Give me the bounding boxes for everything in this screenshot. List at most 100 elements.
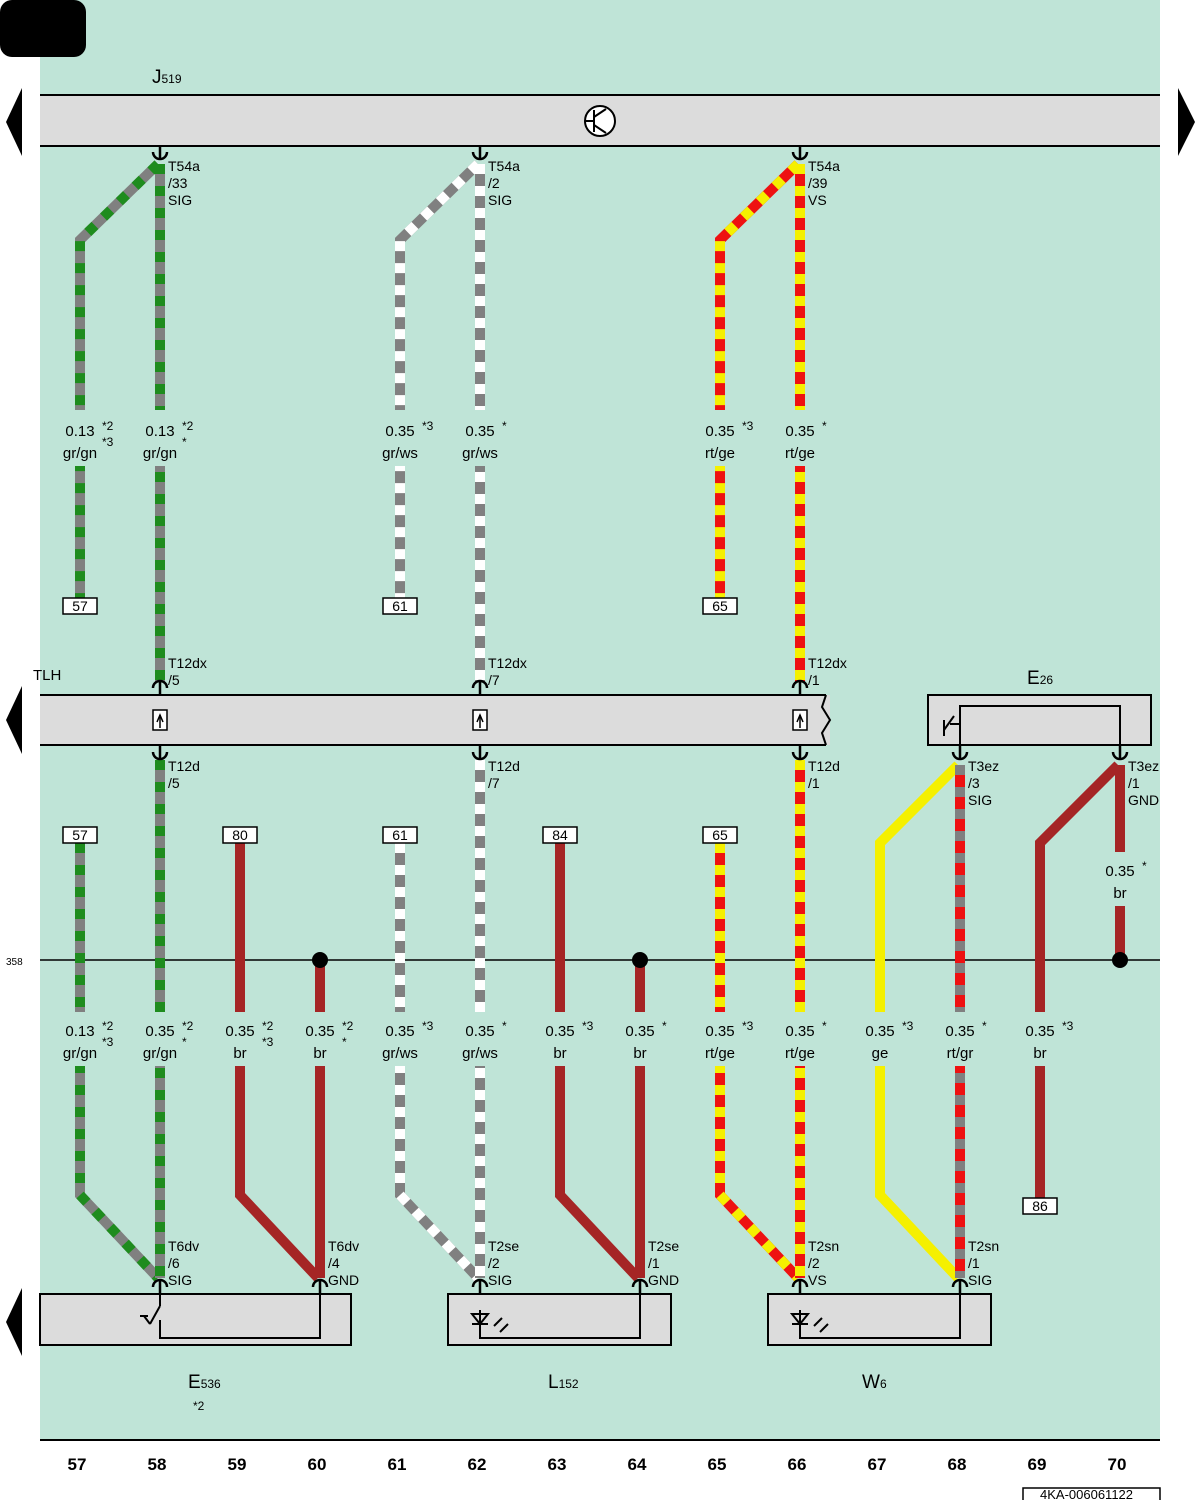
L152-led-rays (493, 1317, 509, 1333)
wire-col69-lower (1035, 761, 1122, 1198)
E536-note: *2 (193, 1399, 205, 1413)
svg-text:0.35: 0.35 (305, 1023, 334, 1040)
svg-text:*: * (662, 1019, 667, 1033)
svg-text:84: 84 (552, 827, 568, 843)
ref-box-u57[interactable]: 57 (62, 597, 98, 615)
splice-dot-2 (1112, 952, 1128, 968)
pin-label-T12dx_5: T12dx/5 (168, 655, 207, 688)
wire-col61-lower (395, 843, 482, 1282)
svg-text:SIG: SIG (488, 192, 512, 208)
svg-text:0.35: 0.35 (865, 1023, 894, 1040)
W6-label: W6 (862, 1372, 887, 1393)
svg-text:br: br (633, 1045, 646, 1062)
svg-text:0.35: 0.35 (465, 423, 494, 440)
svg-text:/1: /1 (1128, 775, 1140, 791)
pin-label-T12d_5: T12d/5 (168, 758, 200, 791)
wire-col57-upper (75, 160, 162, 598)
doc-id-box (1022, 1487, 1161, 1500)
pin-lower-4 (791, 1278, 809, 1294)
svg-text:gr/ws: gr/ws (382, 445, 418, 462)
svg-text:T2sn: T2sn (968, 1238, 999, 1254)
svg-text:/1: /1 (968, 1255, 980, 1271)
svg-text:br: br (233, 1045, 246, 1062)
svg-text:0.13: 0.13 (65, 423, 94, 440)
svg-text:0.35: 0.35 (785, 1023, 814, 1040)
svg-text:57: 57 (72, 827, 88, 843)
column-number-67: 67 (868, 1455, 887, 1474)
column-number-65: 65 (708, 1455, 727, 1474)
svg-text:*3: *3 (102, 1035, 114, 1049)
ref-box-u61[interactable]: 61 (382, 597, 418, 615)
svg-text:0.35: 0.35 (385, 423, 414, 440)
column-number-66: 66 (788, 1455, 807, 1474)
reference-boxes: 57 61 65 57 80 61 84 65 86 (62, 597, 1058, 1215)
svg-text:GND: GND (1128, 792, 1159, 808)
pin-TLH-bottom-0 (151, 745, 169, 761)
svg-text:*3: *3 (902, 1019, 914, 1033)
ref-box-l65[interactable]: 65 (702, 826, 738, 844)
svg-text:0.13: 0.13 (65, 1023, 94, 1040)
pin-J519-0 (151, 145, 169, 161)
sheet-number: 358 (6, 957, 23, 968)
column-number-63: 63 (548, 1455, 567, 1474)
svg-text:0.35: 0.35 (545, 1023, 574, 1040)
svg-text:rt/ge: rt/ge (785, 1045, 815, 1062)
svg-text:SIG: SIG (488, 1272, 512, 1288)
TLH-label: TLH (33, 667, 61, 684)
svg-text:0.35: 0.35 (1105, 863, 1134, 880)
svg-text:T12dx: T12dx (488, 655, 527, 671)
svg-text:65: 65 (712, 827, 728, 843)
ref-box-u65[interactable]: 65 (702, 597, 738, 615)
svg-text:gr/gn: gr/gn (143, 445, 177, 462)
ref-box-l84[interactable]: 84 (542, 826, 578, 844)
pin-TLH-top-2 (791, 679, 809, 695)
svg-text:0.35: 0.35 (465, 1023, 494, 1040)
pin-TLH-bottom-2 (791, 745, 809, 761)
E26-switch-symbol (943, 715, 960, 736)
pin-lower-1 (311, 1278, 329, 1294)
ref-box-l57[interactable]: 57 (62, 826, 98, 844)
svg-text:GND: GND (648, 1272, 679, 1288)
svg-text:*2: *2 (102, 1019, 114, 1033)
L152-lamp (447, 1293, 672, 1346)
nav-arrow-right-top[interactable] (1178, 88, 1195, 156)
svg-text:T3ez: T3ez (968, 758, 999, 774)
svg-text:/2: /2 (488, 1255, 500, 1271)
nav-arrow-left-top[interactable] (6, 88, 22, 156)
ref-box-l80[interactable]: 80 (222, 826, 258, 844)
wires-layer (73, 160, 1127, 1282)
pin-lower-2 (471, 1278, 489, 1294)
svg-text:/3: /3 (968, 775, 980, 791)
svg-text:br: br (313, 1045, 326, 1062)
ref-box-l61[interactable]: 61 (382, 826, 418, 844)
column-number-70: 70 (1108, 1455, 1127, 1474)
svg-text:/2: /2 (488, 175, 500, 191)
svg-text:0.35: 0.35 (225, 1023, 254, 1040)
column-number-61: 61 (388, 1455, 407, 1474)
svg-text:*2: *2 (102, 419, 114, 433)
svg-text:0.35: 0.35 (945, 1023, 974, 1040)
svg-text:/7: /7 (488, 672, 500, 688)
ref-box-r86[interactable]: 86 (1022, 1197, 1058, 1215)
connector-symbols (151, 145, 1129, 1294)
corner-tab (0, 0, 86, 57)
nav-arrow-left-bottom[interactable] (6, 1288, 22, 1356)
pin-E26-0 (951, 745, 969, 761)
svg-text:*3: *3 (422, 1019, 434, 1033)
nav-arrow-left-middle[interactable] (6, 686, 22, 754)
svg-text:T12d: T12d (168, 758, 200, 774)
pin-E26-1 (1111, 745, 1129, 761)
